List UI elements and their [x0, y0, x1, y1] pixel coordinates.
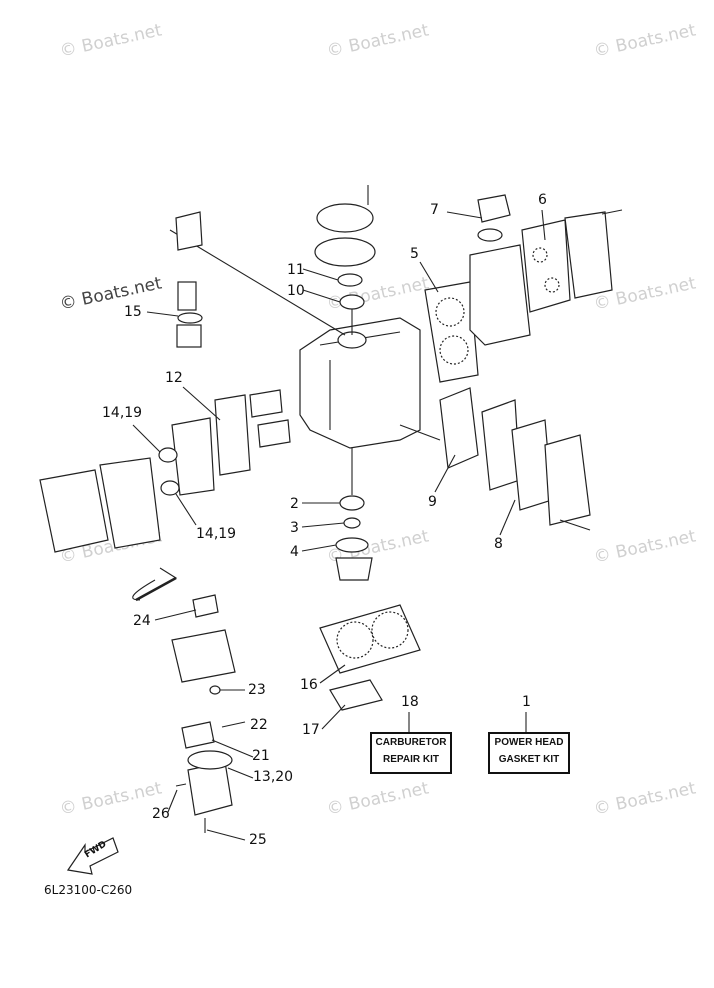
float-21	[181, 721, 215, 749]
seal-10	[339, 294, 365, 310]
callout-6: 6	[538, 192, 547, 208]
callout-13-20: 13,20	[253, 769, 294, 785]
callout-5: 5	[410, 246, 419, 262]
power-head-gasket-kit-label: POWER HEAD GASKET KIT	[488, 732, 570, 774]
head-cover	[564, 211, 613, 299]
diagram-code: 6L23100-C260	[44, 883, 133, 897]
gasket-17	[329, 679, 383, 711]
callout-9: 9	[428, 494, 437, 510]
callout-18: 18	[401, 694, 419, 710]
carburetor-body	[99, 457, 161, 549]
callout-8: 8	[494, 536, 503, 552]
callout-1: 1	[522, 694, 531, 710]
kit-line: GASKET KIT	[498, 754, 560, 765]
callout-17: 17	[302, 722, 320, 738]
callout-24: 24	[133, 613, 151, 629]
oring-11	[337, 273, 363, 287]
callout-7: 7	[430, 202, 439, 218]
top-gasket	[314, 237, 376, 267]
callout-21: 21	[252, 748, 270, 764]
callout-26: 26	[152, 806, 170, 822]
callout-25: 25	[249, 832, 267, 848]
float-bowl-gasket-24	[192, 594, 219, 618]
head-cover-gasket-6	[521, 219, 571, 313]
kit-line: REPAIR KIT	[383, 754, 439, 765]
callout-14-19-bottom: 14,19	[196, 526, 237, 542]
kit-line: CARBURETOR	[375, 737, 447, 748]
seal-2	[339, 495, 365, 511]
thermostat-cover	[175, 211, 203, 251]
callout-2: 2	[290, 496, 299, 512]
callout-10: 10	[287, 283, 305, 299]
top-cover	[316, 203, 374, 233]
callout-16: 16	[300, 677, 318, 693]
kit-line: POWER HEAD	[494, 737, 564, 748]
carburetor-main	[171, 629, 236, 683]
oring-3	[343, 517, 361, 529]
reed-valve-12	[214, 394, 251, 476]
callout-4: 4	[290, 544, 299, 560]
callout-3: 3	[290, 520, 299, 536]
exhaust-gasket-9	[439, 387, 479, 469]
callout-22: 22	[250, 717, 268, 733]
carburetor-repair-kit-label: CARBURETOR REPAIR KIT	[370, 732, 452, 774]
callout-23: 23	[248, 682, 266, 698]
cylinder-head	[469, 244, 531, 346]
callout-12: 12	[165, 370, 183, 386]
callout-15: 15	[124, 304, 142, 320]
gasket-4	[335, 537, 369, 553]
callout-11: 11	[287, 262, 305, 278]
head-gasket-5	[424, 281, 479, 383]
gasket-16	[319, 604, 421, 674]
silencer	[39, 469, 109, 553]
callout-14-19-top: 14,19	[102, 405, 143, 421]
intake-manifold	[171, 417, 215, 496]
float-bowl	[187, 761, 233, 816]
fwd-arrow	[66, 837, 119, 875]
bottom-cover	[335, 557, 373, 581]
